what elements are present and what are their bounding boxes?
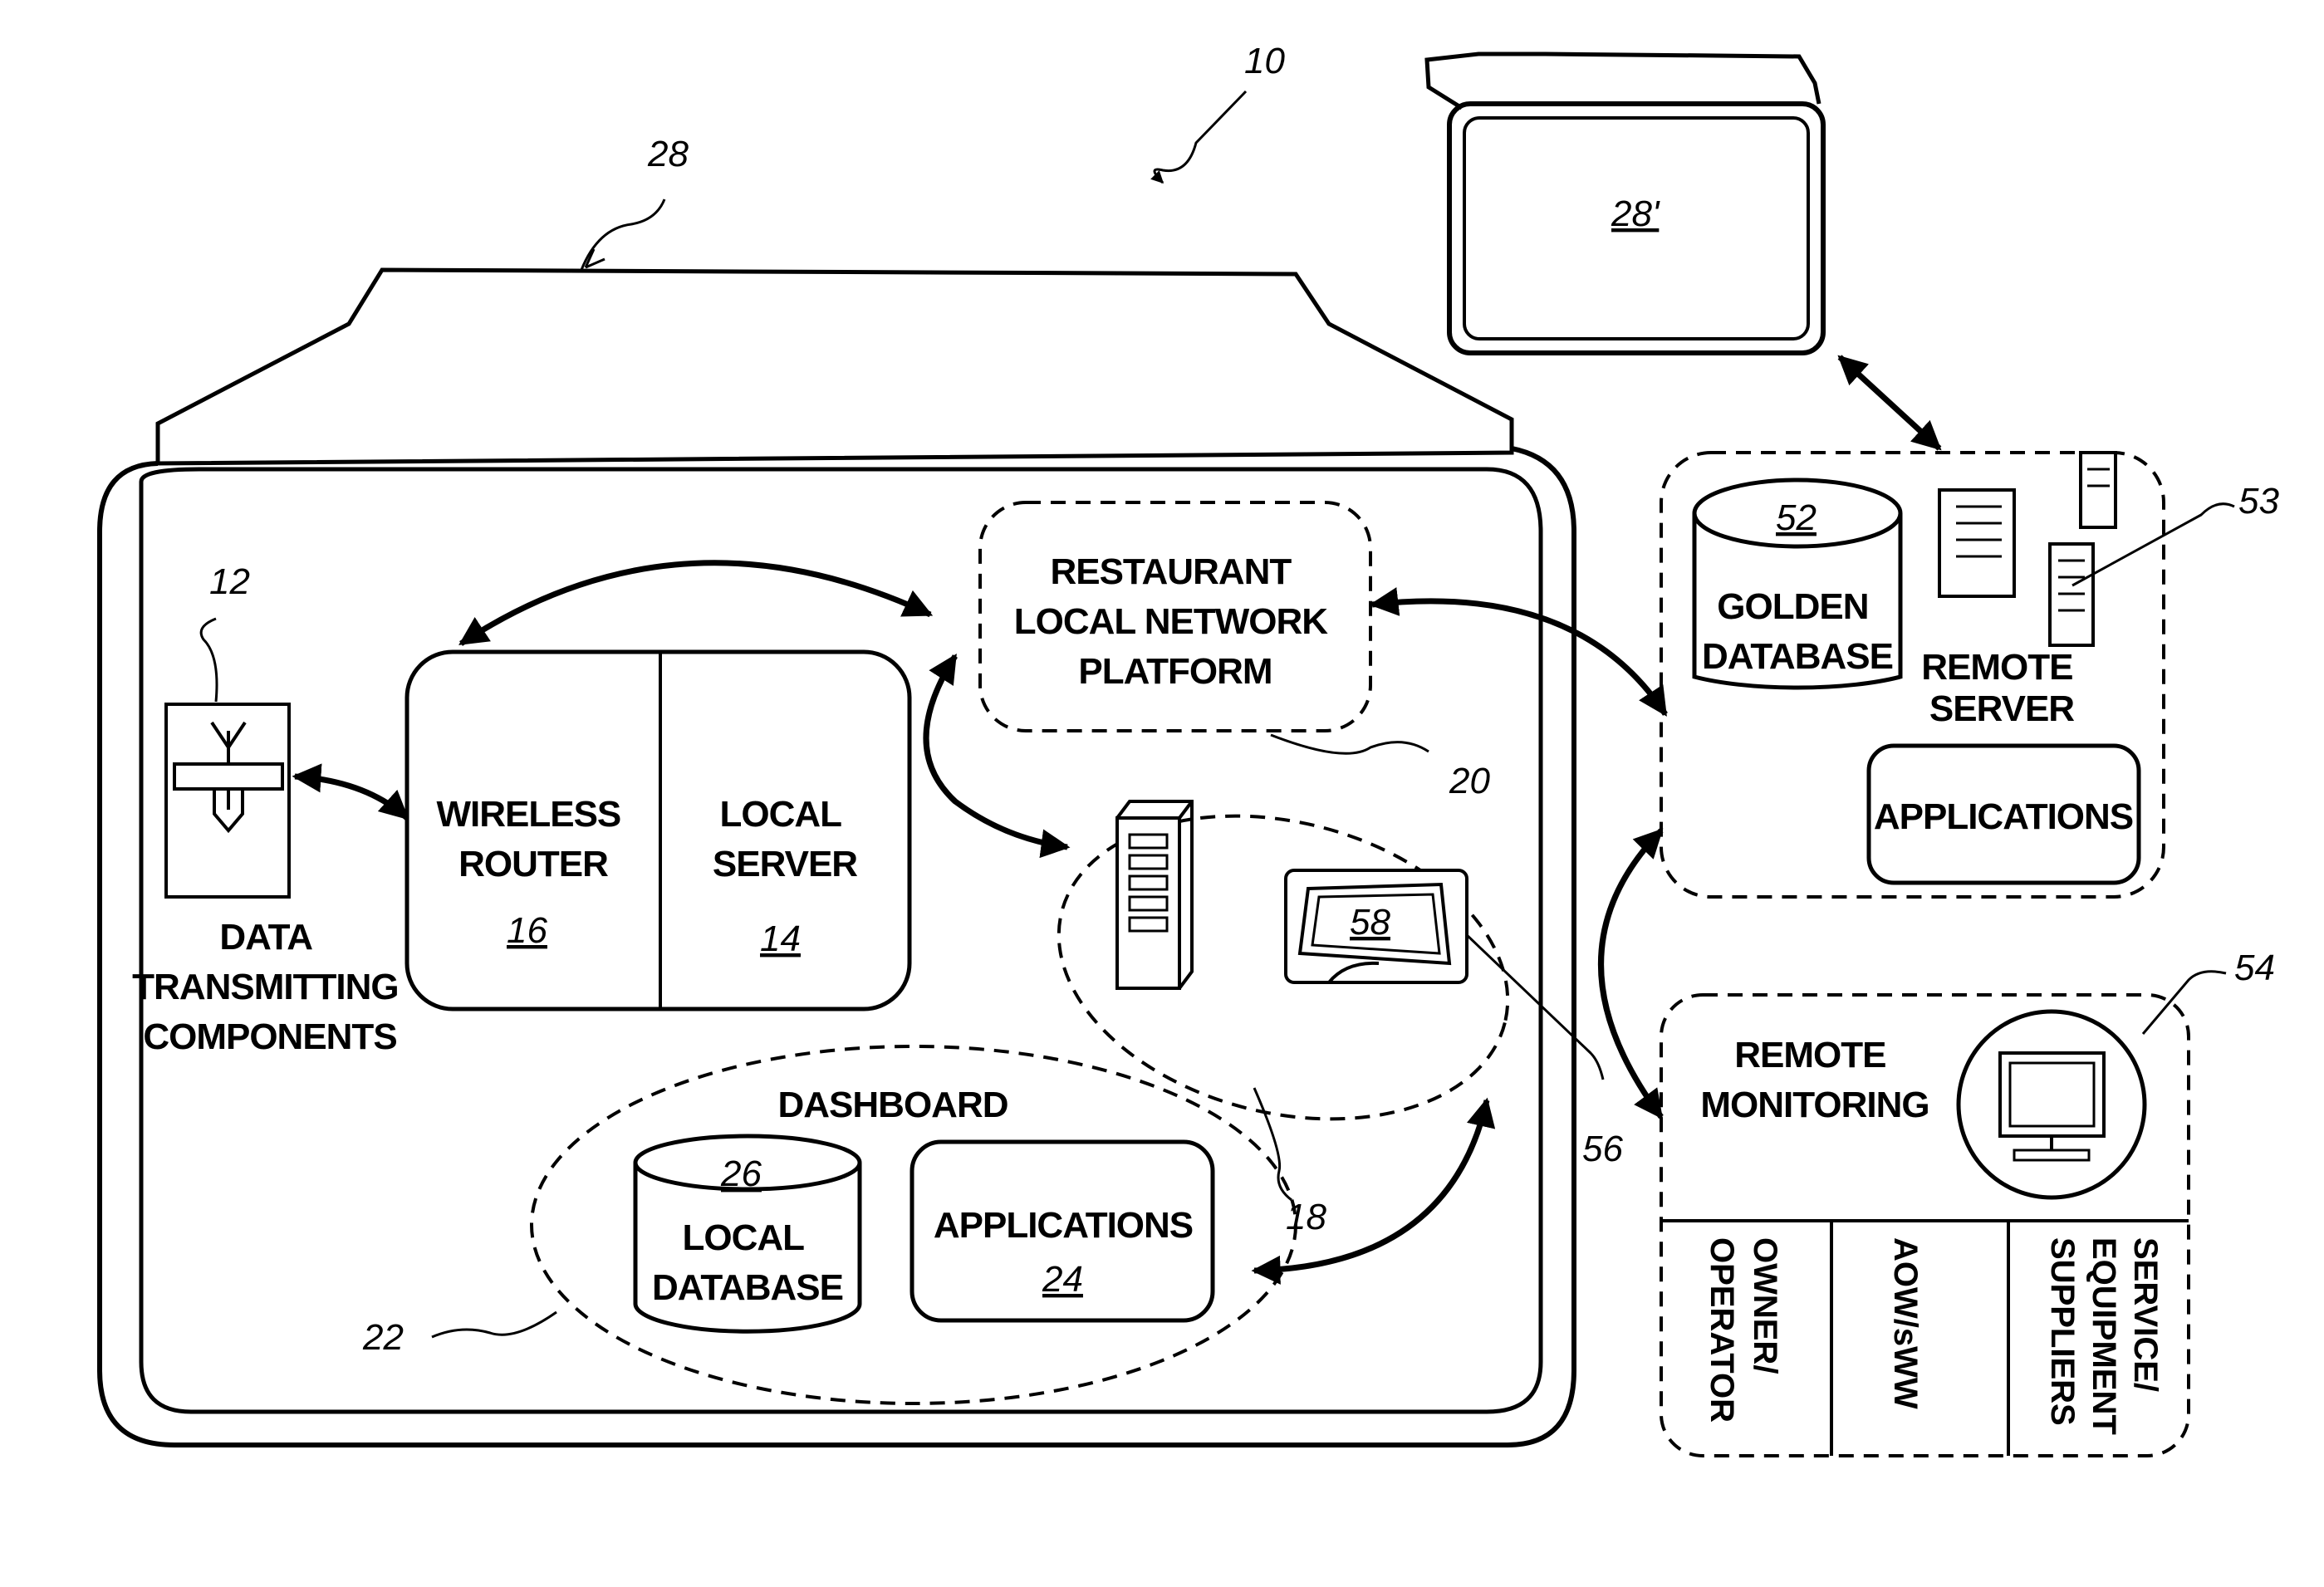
arrow-remote-restaurant-server	[1840, 357, 1939, 448]
remote-monitoring-ref: 54	[2234, 948, 2275, 988]
owner-operator-label: OWNER/ OPERATOR	[1704, 1237, 1783, 1423]
wireless-router-ref: 16	[507, 910, 547, 951]
arrow-platform-remote	[1372, 601, 1665, 714]
monitor-icon	[1959, 1011, 2145, 1198]
local-applications-ref: 24	[1042, 1259, 1083, 1300]
display-ref: 58	[1350, 902, 1390, 943]
arrow-device-router	[295, 776, 407, 818]
aow-sww-label: AOW/sWW	[1887, 1237, 1924, 1409]
local-database-ref: 26	[720, 1154, 762, 1194]
remote-applications-label: APPLICATIONS	[1874, 796, 2133, 837]
service-suppliers-label: SERVICE/ EQUIPMENT SUPPLIERS	[2044, 1237, 2164, 1444]
restaurant-ref: 28	[647, 134, 689, 174]
local-server-ref: 14	[760, 918, 801, 959]
terminal-callout-ref: 56	[1582, 1129, 1623, 1169]
wireless-router-label: WIRELESS ROUTER	[436, 794, 630, 884]
server-tower-icon	[1117, 801, 1192, 988]
remote-server-label: REMOTE SERVER	[1921, 647, 2081, 729]
remote-restaurant-ref: 28'	[1611, 193, 1660, 234]
data-transmitting-device	[166, 704, 289, 897]
remote-server-ref: 53	[2238, 481, 2279, 522]
network-platform-label: RESTAURANT LOCAL NETWORK PLATFORM	[1014, 551, 1337, 692]
local-server-label: LOCAL SERVER	[713, 794, 857, 884]
restaurant-roof	[158, 270, 1512, 463]
golden-database-ref: 52	[1776, 497, 1817, 538]
local-applications-label: APPLICATIONS	[934, 1205, 1193, 1246]
network-platform-ref: 20	[1449, 761, 1490, 801]
arrow-router-platform	[461, 563, 930, 644]
arrow-platform-devices	[926, 656, 1067, 847]
figure-ref: 10	[1244, 41, 1285, 81]
remote-monitoring-label: REMOTE MONITORING	[1700, 1035, 1929, 1125]
dashboard-ref: 22	[362, 1317, 404, 1358]
data-transmitting-label: DATA TRANSMITTING COMPONENTS	[132, 917, 408, 1057]
remote-server-icon	[1939, 453, 2116, 645]
arrow-remote-monitoring	[1601, 830, 1662, 1117]
dashboard-label: DASHBOARD	[778, 1085, 1008, 1125]
device-group-ref: 18	[1286, 1197, 1326, 1237]
data-transmitting-ref: 12	[209, 561, 250, 602]
arrow-devices-dashboard	[1254, 1100, 1487, 1271]
